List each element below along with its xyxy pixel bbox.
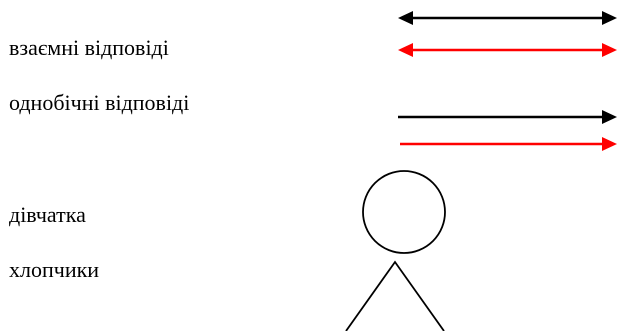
one-sided-black-arrow <box>398 110 617 124</box>
one-sided-red-arrow <box>400 137 617 151</box>
one-sided-responses-label: однобічні відповіді <box>9 90 190 115</box>
boy-symbol-triangle <box>345 260 445 331</box>
mutual-red-arrow <box>398 43 617 57</box>
mutual-responses-label: взаємні відповіді <box>9 35 169 60</box>
mutual-black-arrow <box>398 11 617 25</box>
girl-symbol-circle <box>362 170 446 254</box>
boys-label: хлопчики <box>9 257 100 282</box>
girls-label: дівчатка <box>9 202 86 227</box>
